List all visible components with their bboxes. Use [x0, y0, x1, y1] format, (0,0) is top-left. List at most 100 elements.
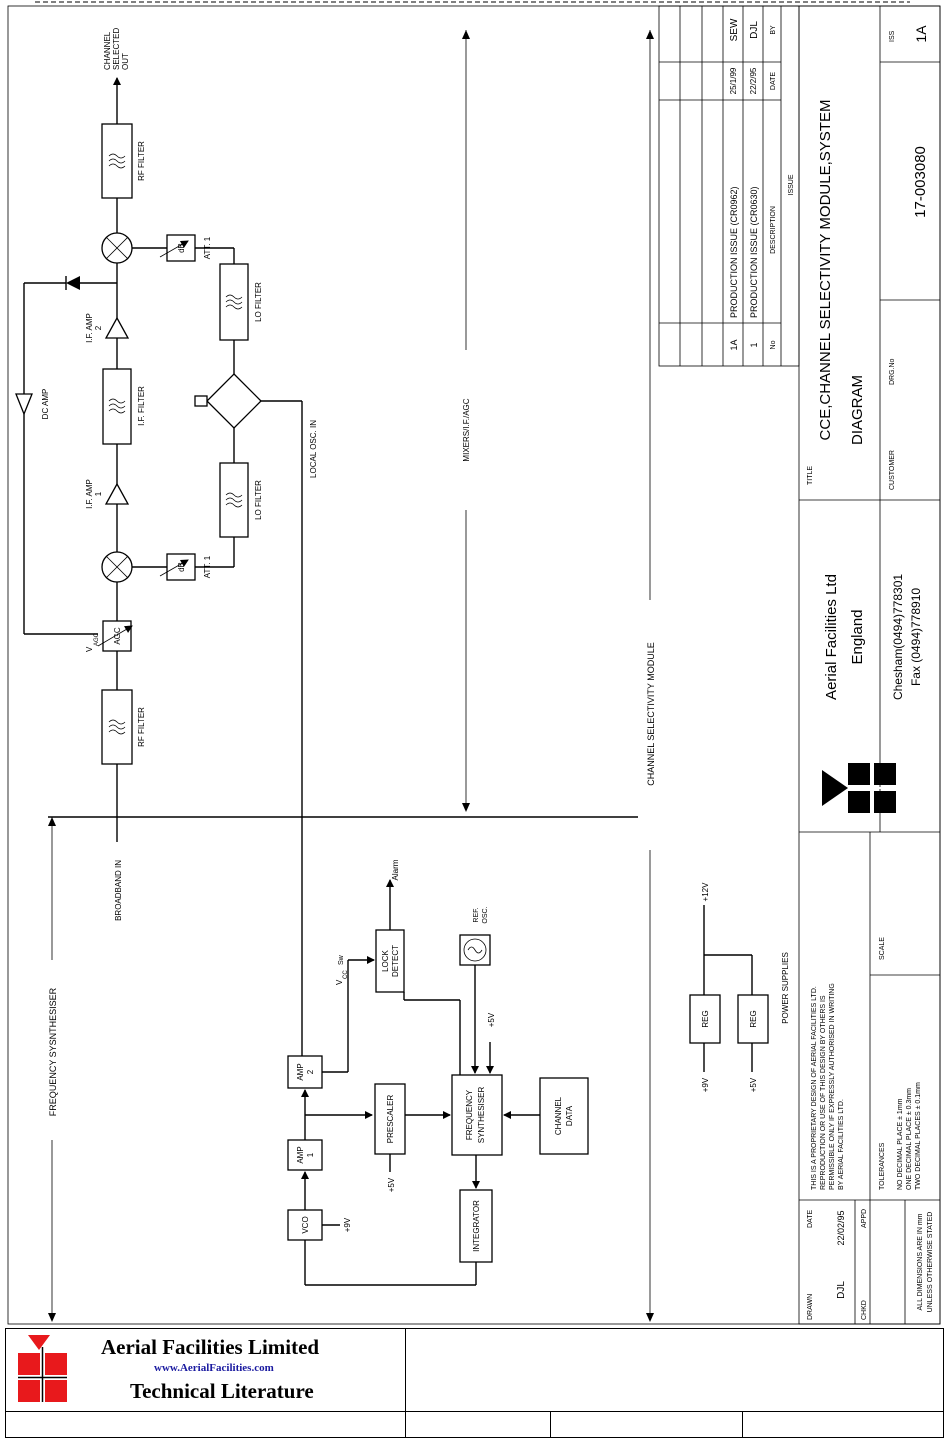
freq-synth-line1: FREQUENCY: [465, 1089, 474, 1140]
integrator-label: INTEGRATOR: [472, 1200, 481, 1252]
issue-header-date: DATE: [770, 72, 777, 90]
section-mixers-label: MIXERS/I.F./AGC: [462, 398, 471, 461]
vcc-sw-label: V: [335, 979, 344, 985]
footer-literature: Technical Literature: [130, 1379, 314, 1403]
if-filter-label: I.F. FILTER: [137, 386, 146, 426]
dc-amp: [15, 393, 33, 416]
proprietary-line3: PERMISSIBLE ONLY IF EXPRESSLY AUTHORISED…: [829, 983, 836, 1190]
title-line1: CCE,CHANNEL SELECTIVITY MODULE,SYSTEM: [817, 100, 834, 441]
integrator-block: [459, 1189, 493, 1263]
lo-filter-1-label: LO FILTER: [254, 480, 263, 520]
title-block: [798, 5, 941, 1325]
channel-data-line1: CHANNEL: [554, 1096, 563, 1135]
section-freq-synth-label: FREQUENCY SYSNTHESISER: [48, 987, 58, 1116]
db-2-label: dB: [177, 243, 186, 253]
issue-header-description: DESCRIPTION: [770, 206, 777, 254]
tolerances-label: TOLERANCES: [879, 1142, 886, 1190]
dimensions-note-line1: ALL DIMENSIONS ARE IN mm: [917, 1213, 924, 1310]
if-amp-1-label: I.F. AMP: [85, 479, 94, 509]
footer-cell-3: [551, 1411, 743, 1437]
ref-osc-line1: REF.: [473, 907, 480, 922]
issue-header-by: BY: [770, 25, 777, 35]
scale-label: SCALE: [879, 937, 886, 960]
plus9v-label: +9V: [701, 1077, 710, 1092]
splitter-termination: [194, 395, 208, 407]
agc-block: [102, 620, 132, 652]
power-supplies-label: POWER SUPPLIES: [781, 952, 790, 1024]
amp-2-number: 2: [306, 1069, 315, 1074]
amp-1-block: [287, 1139, 323, 1171]
if-amp-1: [104, 482, 130, 505]
prescaler-label: PRESCALER: [386, 1095, 395, 1144]
freq-synth-line2: SYNTHESISER: [477, 1087, 486, 1144]
vcc-sub-label: CC: [343, 970, 349, 979]
tolerance-line1: NO DECIMAL PLACE ± 1mm: [897, 1098, 904, 1190]
afl-logo-icon: [18, 1335, 67, 1402]
title-line2: DIAGRAM: [849, 375, 866, 445]
proprietary-line1: THIS IS A PROPRIETARY DESIGN OF AERIAL F…: [811, 986, 818, 1190]
alarm-label: Alarm: [391, 859, 400, 880]
lo-filter-2-label: LO FILTER: [254, 282, 263, 322]
iss-label: ISS: [889, 30, 896, 42]
issue-row-2-description: PRODUCTION ISSUE (CR0630): [749, 186, 759, 318]
issue-row-1-date: 25/1/99: [729, 67, 738, 94]
if-amp-1-number: 1: [94, 491, 103, 496]
detector-diode: [66, 276, 80, 290]
regulator-9v: [689, 994, 721, 1044]
channel-selected-out-line3: OUT: [121, 53, 130, 70]
drg-label: DRG.No: [889, 358, 896, 385]
vco-supply-label: +9V: [343, 1217, 352, 1232]
amp-1-label: AMP: [296, 1146, 305, 1163]
issue-row-2-by: DJL: [749, 21, 760, 39]
issue-header-group: ISSUE: [788, 174, 795, 195]
dimensions-note-line2: UNLESS OTHERWISE STATED: [927, 1212, 934, 1313]
date-label: DATE: [807, 1210, 814, 1228]
lock-detect-block: [375, 929, 405, 993]
dc-amp-label: DC AMP: [41, 389, 50, 420]
lo-splitter: [206, 373, 262, 429]
prescaler-supply-label: +5V: [387, 1177, 396, 1192]
title-label: TITLE: [807, 466, 814, 485]
if-amp-2: [104, 316, 130, 339]
footer-cell-1: [6, 1411, 406, 1437]
channel-selected-out-line2: SELECTED: [112, 28, 121, 70]
drawn-value: DJL: [836, 1281, 847, 1299]
reg-2-label: REG: [749, 1010, 758, 1027]
amp-2-label: AMP: [296, 1063, 305, 1080]
local-osc-in-label: LOCAL OSC. IN: [309, 420, 318, 478]
v-agc-sub-label: AGC: [94, 632, 100, 646]
footer-website-link[interactable]: www.AerialFacilities.com: [154, 1362, 274, 1374]
issue-row-1-no: 1A: [729, 339, 739, 350]
proprietary-line4: BY AERIAL FACILITIES LTD.: [838, 1099, 845, 1190]
company-name: Aerial Facilities Ltd: [823, 574, 840, 700]
literature-footer: Aerial Facilities Limited www.AerialFaci…: [5, 1328, 944, 1438]
agc-label: AGC: [113, 627, 122, 645]
company-fax: Fax (0494)778910: [909, 588, 923, 686]
appd-label: APPD: [861, 1209, 868, 1228]
system-diagram: RF FILTER AGC V AGC dB ATT. 1 LO FILTER …: [7, 1, 941, 1325]
issue-row-1-description: PRODUCTION ISSUE (CR0962): [729, 186, 739, 318]
vco-label: VCO: [301, 1216, 310, 1233]
footer-cell-2: [406, 1411, 551, 1437]
if-amp-2-label: I.F. AMP: [85, 313, 94, 343]
broadband-in-label: BROADBAND IN: [114, 860, 123, 921]
issue-header-no: No: [770, 340, 777, 349]
amp-2-block: [287, 1055, 323, 1089]
section-csm-label: CHANNEL SELECTIVITY MODULE: [646, 642, 656, 786]
footer-company: Aerial Facilities Limited: [101, 1335, 320, 1359]
plus5v-label: +5V: [749, 1077, 758, 1092]
title-block-logo: [822, 763, 896, 813]
date-value: 22/02/95: [836, 1210, 846, 1245]
vcc-sw-suffix: Sw: [338, 954, 345, 965]
channel-data-line2: DATA: [565, 1105, 574, 1126]
lock-detect-line2: DETECT: [391, 945, 400, 977]
issue-row-1-by: SEW: [729, 18, 740, 41]
ref-osc-line2: OSC.: [482, 906, 489, 923]
lock-detect-line1: LOCK: [381, 949, 390, 971]
footer-divider: [6, 1411, 943, 1412]
drawn-label: DRAWN: [807, 1294, 814, 1320]
tolerance-line2: ONE DECIMAL PLACE ± 0.3mm: [906, 1088, 913, 1190]
footer-logo-cell: Aerial Facilities Limited www.AerialFaci…: [6, 1329, 406, 1411]
plus12v-label: +12V: [701, 882, 710, 902]
chkd-label: CHKD: [861, 1300, 868, 1320]
